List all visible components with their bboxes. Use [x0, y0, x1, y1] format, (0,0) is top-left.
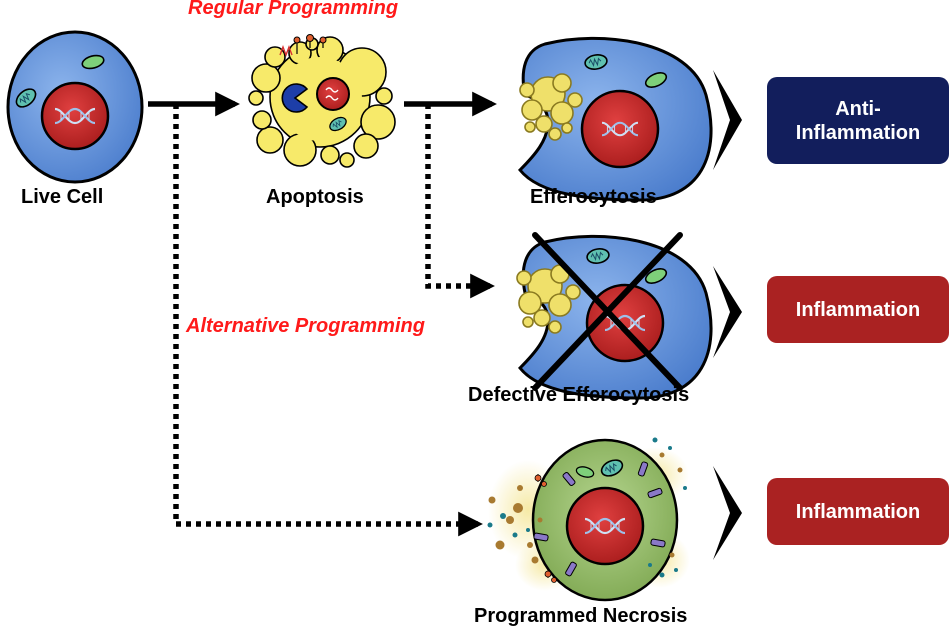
label-defective-efferocytosis: Defective Efferocytosis	[468, 384, 690, 406]
apoptotic-cell-detail	[278, 34, 382, 141]
live-cell	[6, 30, 144, 184]
regular-programming-heading: Regular Programming	[188, 0, 399, 19]
unengulfed-apoptotic-bodies	[516, 264, 581, 334]
anti-inflammation-line2: Inflammation	[795, 121, 921, 144]
arrows	[148, 91, 497, 537]
anti-inflammation-badge: Anti- Inflammation	[767, 77, 949, 164]
inflammation-badge-defective: Inflammation	[767, 276, 949, 343]
label-live-cell: Live Cell	[21, 186, 104, 208]
inflammation-badge-necrosis: Inflammation	[767, 478, 949, 545]
label-programmed-necrosis: Programmed Necrosis	[474, 605, 688, 627]
engulfed-apoptotic-bodies	[519, 73, 583, 141]
label-apoptosis: Apoptosis	[266, 186, 364, 208]
chevrons	[713, 70, 742, 560]
anti-inflammation-line1: Anti-	[835, 97, 881, 120]
label-efferocytosis: Efferocytosis	[530, 186, 657, 208]
defect-cross	[532, 232, 683, 391]
necrotic-cell	[487, 437, 690, 602]
alternative-programming-heading: Alternative Programming	[186, 315, 425, 337]
